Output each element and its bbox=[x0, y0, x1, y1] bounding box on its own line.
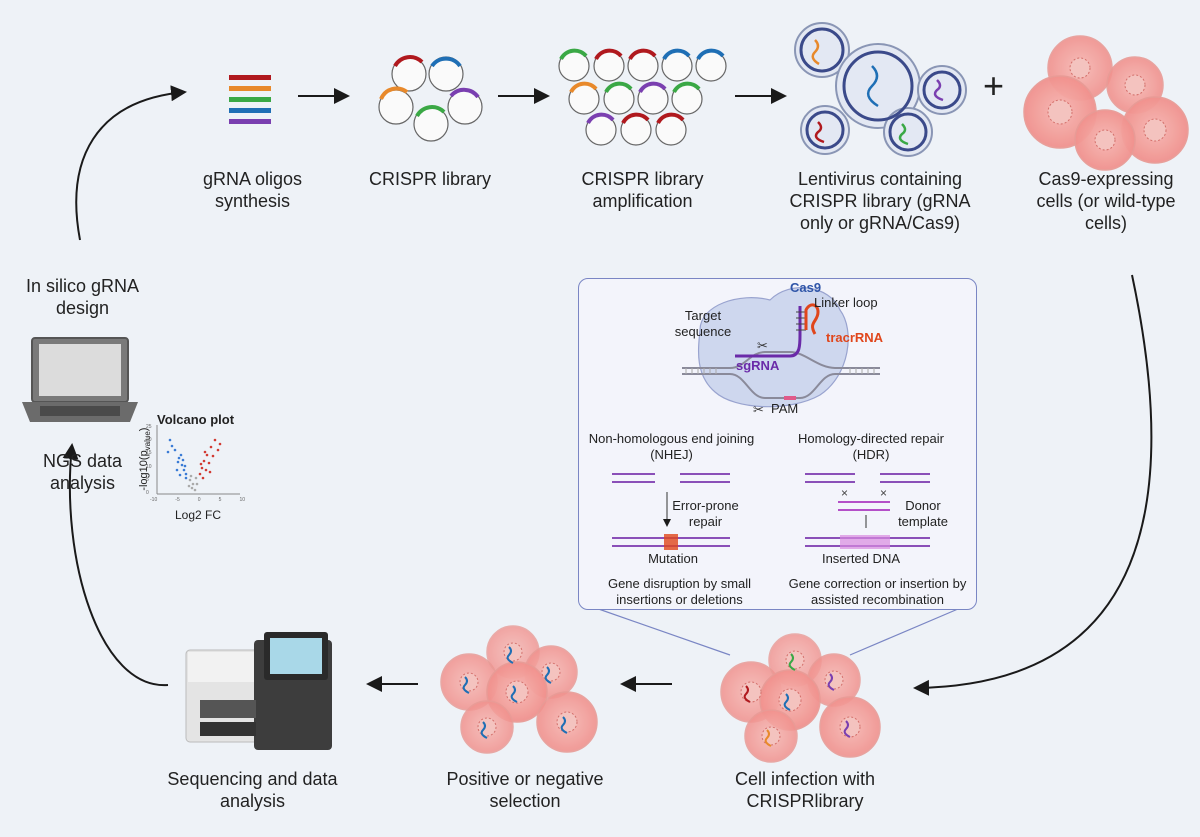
volcano-plot bbox=[156, 425, 240, 495]
xtick: 0 bbox=[197, 497, 201, 503]
tracrrna-label: tracrRNA bbox=[826, 330, 884, 345]
lentivirus-icon bbox=[794, 22, 967, 157]
label-amplification: CRISPR library amplification bbox=[581, 169, 704, 211]
volcano-title: Volcano plot bbox=[157, 412, 235, 427]
ytick: 5 bbox=[146, 476, 149, 483]
pam-label: PAM bbox=[771, 401, 799, 416]
ytick: 25 bbox=[146, 424, 152, 430]
hdr-description: Gene correction or insertion by assisted… bbox=[788, 576, 967, 607]
svg-text:×: × bbox=[880, 486, 887, 500]
xtick: 5 bbox=[218, 497, 222, 503]
ytick: 15 bbox=[146, 450, 152, 457]
xtick: -5 bbox=[175, 497, 180, 503]
error-prone-label: Error-prone repair bbox=[672, 498, 739, 529]
sgrna-strand bbox=[735, 306, 802, 358]
linker-loop-label: Linker loop bbox=[814, 295, 878, 310]
ytick: 0 bbox=[146, 489, 149, 496]
label-library: CRISPR library bbox=[368, 169, 492, 189]
nhej-title: Non-homologous end joining (NHEJ) bbox=[588, 431, 755, 462]
scissors-icon: ✂ bbox=[757, 339, 768, 354]
label-in-silico: In silico gRNA design bbox=[25, 276, 140, 318]
label-lentivirus: Lentivirus containing CRISPR library (gR… bbox=[789, 169, 971, 233]
ytick: 20 bbox=[146, 437, 152, 444]
volcano-xticks: -10 -5 0 5 10 bbox=[150, 497, 245, 503]
ytick: 10 bbox=[146, 463, 152, 470]
hdr-title: Homology-directed repair (HDR) bbox=[798, 431, 944, 462]
arrow-to-infection bbox=[913, 274, 1153, 696]
label-ngs: NGS data analysis bbox=[42, 451, 123, 493]
cas9-label: Cas9 bbox=[790, 280, 822, 295]
label-infection: Cell infection with CRISPRlibrary bbox=[734, 769, 876, 811]
svg-text:×: × bbox=[841, 486, 848, 500]
xtick: 10 bbox=[239, 497, 245, 503]
plus-sign: + bbox=[983, 65, 1005, 106]
xtick: -10 bbox=[150, 497, 158, 503]
sgrna-label: sgRNA bbox=[736, 358, 780, 373]
nhej-dna-icon bbox=[612, 473, 730, 550]
hdr-dna-icon bbox=[805, 473, 930, 549]
donor-template-label: Donor template bbox=[898, 498, 948, 529]
label-sequencing: Sequencing and data analysis bbox=[167, 769, 338, 811]
label-cas9-cells: Cas9-expressing cells (or wild-type cell… bbox=[1036, 169, 1176, 233]
mutation-label: Mutation bbox=[648, 551, 698, 566]
plasmid-library-icon bbox=[378, 56, 483, 142]
cas9-protein-icon bbox=[697, 287, 849, 408]
volcano-yticks: 25 20 15 10 5 0 bbox=[146, 424, 152, 496]
volcano-xlabel: Log2 FC bbox=[175, 508, 222, 522]
nhej-description: Gene disruption by small insertions or d… bbox=[607, 576, 752, 607]
sequencer-icon bbox=[185, 632, 332, 750]
tracrrna-strand bbox=[804, 303, 820, 335]
scissors-icon: ✂ bbox=[753, 403, 764, 418]
laptop-icon bbox=[22, 337, 138, 422]
label-selection: Positive or negative selection bbox=[446, 769, 604, 811]
inserted-dna-label: Inserted DNA bbox=[821, 551, 901, 566]
arrow-to-ngs bbox=[62, 443, 169, 687]
oligo-bars-icon bbox=[229, 75, 271, 124]
arrow-to-oligos bbox=[75, 85, 187, 241]
label-oligos: gRNA oligos synthesis bbox=[202, 169, 303, 211]
target-sequence-label: Target sequence bbox=[674, 308, 732, 339]
